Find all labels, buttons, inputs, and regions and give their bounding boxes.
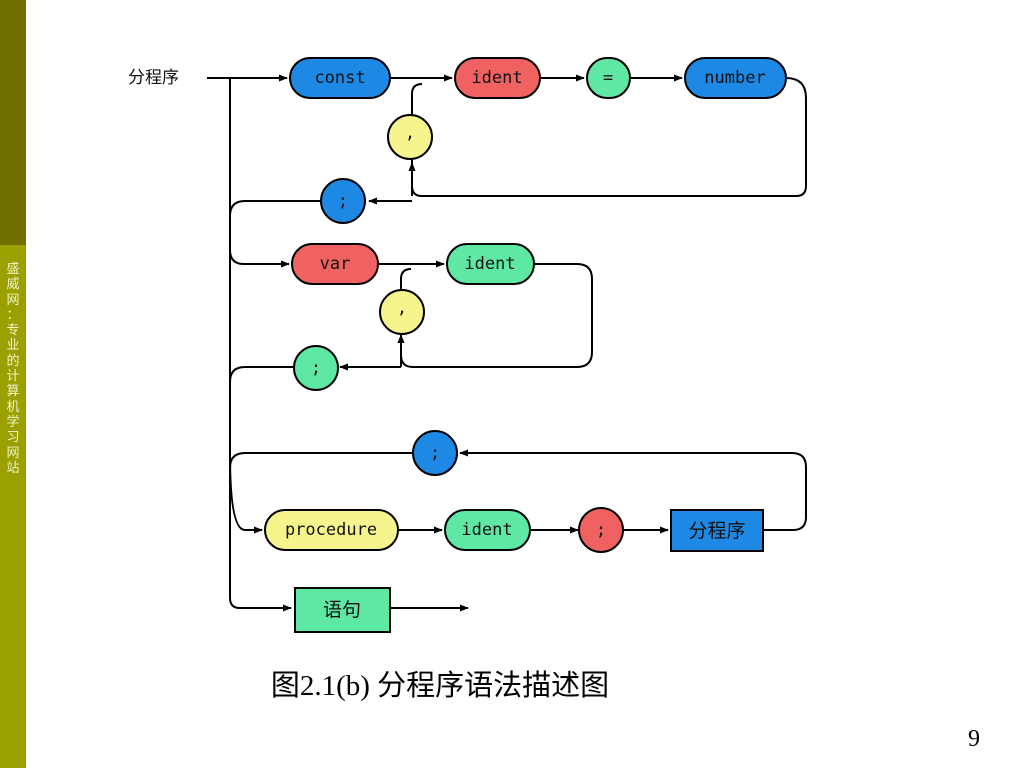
svg-text:ident: ident: [464, 254, 515, 274]
svg-text:ident: ident: [461, 520, 512, 540]
number-loop: [411, 77, 807, 197]
node-procedure: procedure: [264, 509, 399, 551]
node-ident-var: ident: [446, 243, 535, 285]
node-statement: 语句: [294, 587, 391, 633]
node-const: const: [289, 57, 391, 99]
svg-text:procedure: procedure: [285, 520, 377, 540]
sidebar-watermark-text: 盛 威 网 ： 专 业 的 计 算 机 学 习 网 站: [6, 262, 20, 476]
node-equals: =: [586, 57, 631, 99]
trunk-to-procedure: [229, 454, 263, 534]
node-number: number: [684, 57, 787, 99]
page-number: 9: [968, 726, 980, 752]
semi3-return: [229, 452, 412, 469]
node-subblock: 分程序: [670, 509, 764, 552]
trunk-to-var: [229, 249, 290, 268]
node-semicolon-const: ;: [320, 178, 366, 224]
entry-label: 分程序: [128, 68, 179, 88]
node-comma-var: ,: [379, 289, 425, 335]
svg-text:语句: 语句: [323, 599, 361, 621]
node-comma-const: ,: [387, 114, 433, 160]
node-var: var: [291, 243, 379, 285]
slide-sidebar: 盛 威 网 ： 专 业 的 计 算 机 学 习 网 站: [0, 0, 26, 768]
semi2-return: [229, 366, 293, 383]
svg-text:var: var: [320, 254, 351, 274]
svg-text:number: number: [704, 68, 765, 88]
sidebar-dark-band: [0, 0, 26, 245]
svg-text:;: ;: [311, 358, 321, 378]
node-ident-procedure: ident: [444, 509, 531, 551]
node-semicolon-procedure-loop: ;: [412, 430, 458, 476]
node-ident-const: ident: [454, 57, 541, 99]
svg-text:ident: ident: [471, 68, 522, 88]
svg-text:;: ;: [338, 191, 348, 211]
svg-text:const: const: [314, 68, 365, 88]
figure-caption: 图2.1(b) 分程序语法描述图: [270, 670, 610, 702]
svg-text:,: ,: [397, 298, 407, 318]
svg-text:;: ;: [430, 443, 440, 463]
svg-text:,: ,: [405, 123, 415, 143]
subblock-loop: [459, 449, 807, 531]
svg-text:=: =: [603, 68, 613, 88]
semi1-return: [229, 200, 320, 217]
trunk-line: [229, 78, 292, 612]
diagram-lines: [207, 74, 807, 612]
node-semicolon-var: ;: [293, 345, 339, 391]
svg-text:分程序: 分程序: [688, 520, 745, 542]
node-semicolon-procedure: ;: [578, 507, 624, 553]
svg-text:;: ;: [596, 520, 606, 540]
ident2-loop: [400, 263, 593, 368]
